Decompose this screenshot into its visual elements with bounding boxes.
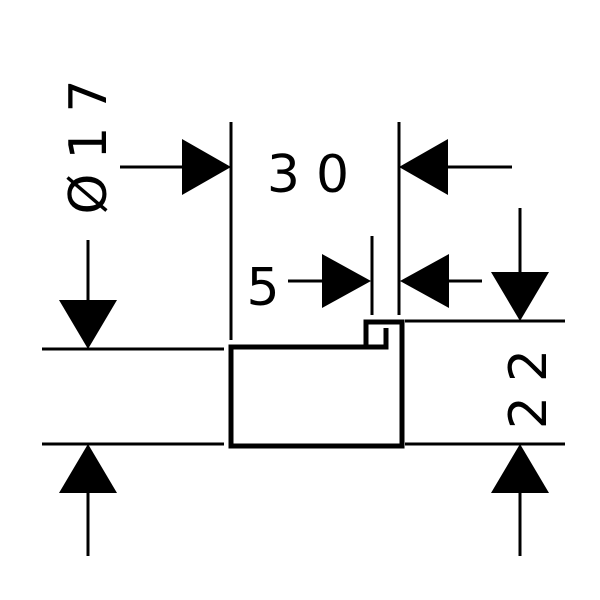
arrow-offset-right [400, 254, 449, 308]
arrow-height-bottom [491, 444, 549, 493]
arrow-height-top [491, 272, 549, 321]
arrow-offset-left [322, 254, 371, 308]
dimension-label-width: 30 [267, 145, 365, 205]
arrow-diameter-bottom [59, 444, 117, 493]
arrow-diameter-top [59, 300, 117, 349]
arrow-width-left [182, 139, 231, 195]
dimension-label-diameter: Ø17 [59, 65, 119, 214]
part-body-outline [228, 319, 405, 449]
dimension-label-offset: 5 [246, 258, 279, 318]
arrow-width-right [399, 139, 448, 195]
part-inner-notch [366, 328, 389, 350]
dimension-label-height: 22 [499, 335, 559, 429]
